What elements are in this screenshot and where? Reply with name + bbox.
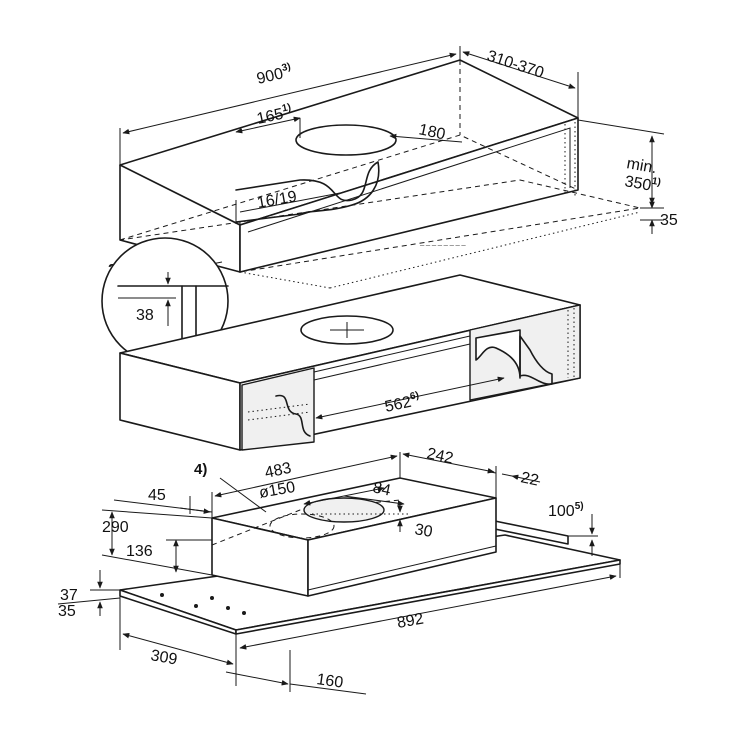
dim-front-offset: 160 (315, 671, 344, 692)
hood-duct-hidden (269, 513, 335, 539)
dim-side-offset-arrow (179, 507, 211, 514)
dim-front-offset-arrow (225, 671, 289, 686)
dim-rear-offset-arrow (511, 474, 541, 483)
frame-inner-rail (313, 343, 471, 381)
cabinet-gable-edge (247, 127, 571, 233)
dim-left-offset: 309 (149, 647, 178, 668)
dim-body-height: 290 (102, 519, 129, 536)
dim-cutout-size-line (389, 133, 463, 143)
dim-glass-height: 37 (60, 587, 78, 604)
frame-gable-dots (247, 411, 311, 421)
frame-left-gable (241, 367, 315, 451)
hood-note: 4) (194, 461, 207, 478)
detail-view: 2) 38 (101, 237, 229, 365)
dim-glass-width-line (239, 574, 617, 650)
hood-view: 4) 483 242 22 ø150 84 30 45 (57, 445, 621, 695)
dim-rear-offset: 22 (519, 469, 540, 489)
dim-cabinet-width-line (122, 52, 457, 135)
detail-dim-value: 38 (136, 307, 154, 324)
frame-left-curve (275, 394, 311, 437)
dim-min-height: 3501) (623, 171, 661, 196)
dim-recess: 35 (660, 212, 678, 229)
dim-duct-offset: 84 (371, 479, 392, 499)
dim-ext (101, 509, 213, 519)
dim-ext (57, 597, 121, 605)
dim-front-offset-line (289, 683, 367, 695)
cabinet-side-curve (235, 161, 380, 223)
dim-min-label: min. (625, 155, 658, 177)
cabinet-fine-marks: ─ ─ ─ ─ ─ ─ ─ ─ (419, 243, 466, 249)
dim-cabinet-width: 9003) (255, 61, 294, 88)
hood-hidden-line (211, 499, 401, 546)
dim-hood-width: 483 (263, 460, 293, 482)
dim-ext (577, 119, 665, 135)
dim-cutout-size: 180 (417, 121, 447, 143)
dim-side-offset: 45 (148, 487, 166, 504)
dim-frame-width-line (315, 376, 505, 420)
duct-cutout-ellipse (295, 124, 397, 156)
dim-ext (101, 554, 213, 576)
dim-cutout-offset: 1651) (255, 102, 294, 128)
dim-frame-width: 5626) (383, 390, 422, 416)
hood-mounting-holes (160, 593, 246, 615)
dim-hood-depth: 242 (425, 445, 455, 467)
dim-duct-diameter: ø150 (258, 479, 297, 502)
dim-left-offset-line (122, 632, 234, 666)
frame-inner-rail (313, 335, 471, 373)
dim-panel-line (239, 192, 341, 213)
dim-duct-offset-line (343, 495, 405, 506)
cabinet-view: ─ ─ ─ ─ ─ ─ ─ ─ 9003) 310-370 1651) 180 … (119, 46, 678, 289)
frame-right-bracket (519, 335, 553, 385)
cabinet-base-line (329, 211, 641, 289)
dim-duct-height: 30 (413, 521, 434, 541)
frame-view: 5626) (119, 274, 581, 451)
dim-panel-thickness: 16/19 (256, 188, 298, 212)
dim-rear-offset-tick (489, 471, 497, 474)
cabinet-base-line (239, 271, 331, 289)
dim-glass-width: 892 (396, 611, 425, 632)
dim-hood-width-line (214, 454, 398, 498)
dim-rear-offset-tick (501, 473, 513, 477)
dim-cutout-offset-line (235, 116, 301, 134)
dim-cabinet-depth-line (462, 51, 576, 89)
dim-hood-depth-line (402, 452, 495, 474)
frame-gable-dots (247, 403, 311, 413)
dim-protrusion: 1005) (548, 501, 584, 520)
dim-frame-height: 35 (58, 603, 76, 620)
dim-front-height: 136 (126, 543, 153, 560)
